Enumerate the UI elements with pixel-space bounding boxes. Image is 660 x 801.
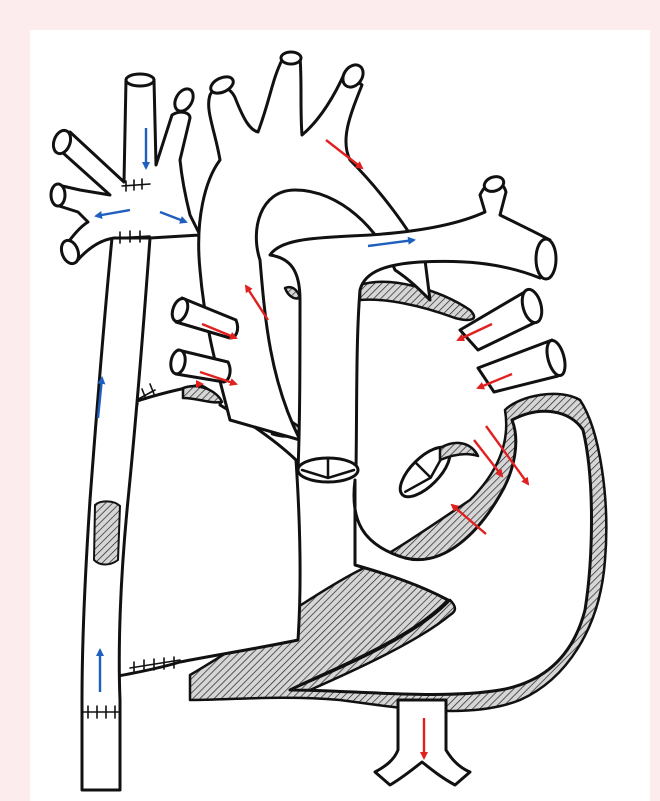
pa-hatch-left [285,287,300,298]
figure-panel [30,30,650,801]
red-arrow-inlet [474,440,502,476]
brachiocephalic-opening-2 [51,184,65,206]
heart-diagram [30,30,650,801]
azygos-opening [171,86,197,115]
svc-opening [126,74,154,86]
papillary-muscle [440,443,478,460]
conduit-band [94,501,120,564]
lpa-opening [536,239,556,279]
carotid-opening [281,52,301,64]
descending-aorta [375,700,470,785]
